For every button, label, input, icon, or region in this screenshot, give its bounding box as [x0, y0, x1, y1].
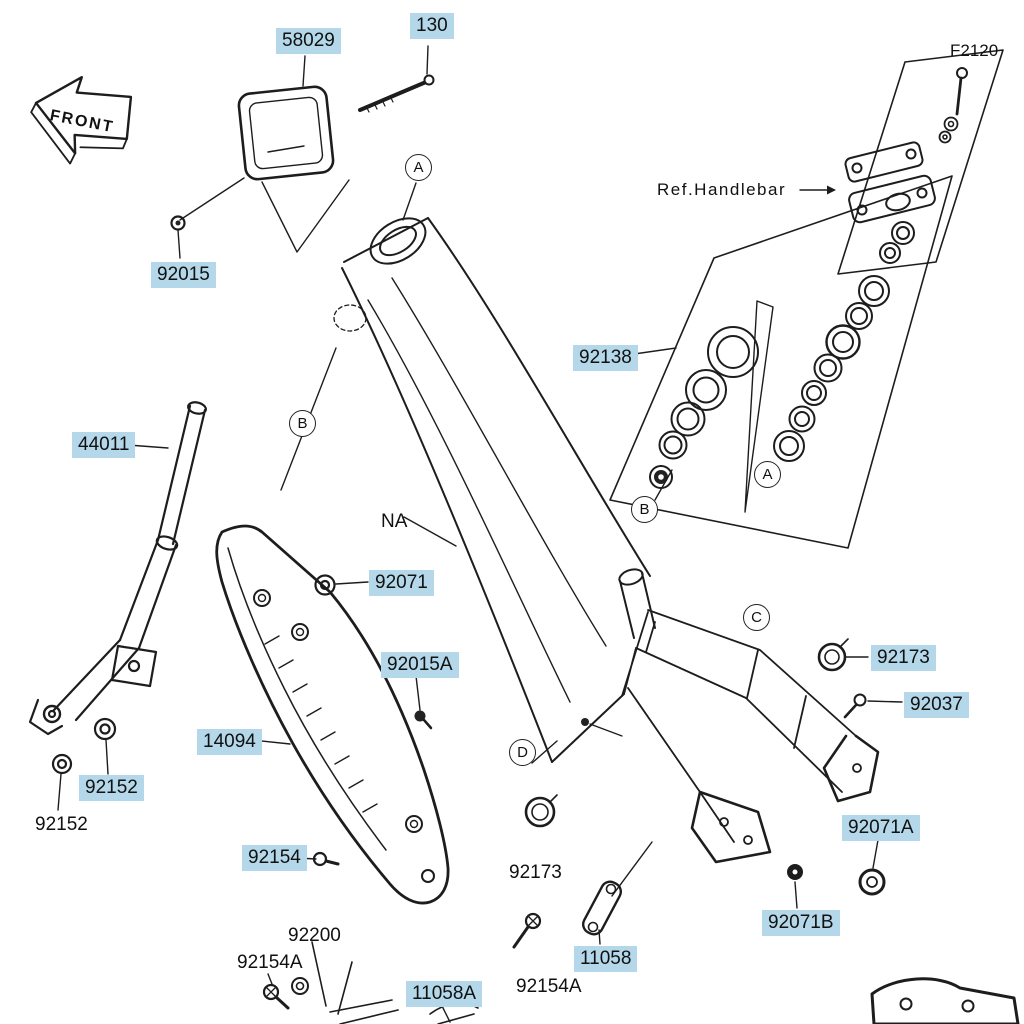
part-label-92154a-left: 92154A — [237, 952, 303, 973]
front-fork — [28, 401, 207, 736]
part-label-130[interactable]: 130 — [410, 13, 454, 39]
pin-92015a — [414, 710, 433, 730]
part-label-11058[interactable]: 11058 — [574, 946, 638, 972]
cover-58029 — [237, 85, 335, 181]
part-label-92037[interactable]: 92037 — [904, 692, 969, 718]
part-label-92152-plain: 92152 — [35, 814, 88, 835]
part-label-92015[interactable]: 92015 — [151, 262, 216, 288]
part-label-92071[interactable]: 92071 — [369, 570, 434, 596]
washer-92071 — [314, 574, 336, 596]
callout-a-bearings: A — [754, 461, 781, 488]
screw-92037 — [843, 693, 867, 719]
ref-arrowhead-icon — [827, 185, 836, 195]
part-label-92071b[interactable]: 92071B — [762, 910, 840, 936]
main-frame — [333, 217, 656, 763]
bearing-box-92138 — [609, 175, 953, 549]
cap-92173-right — [817, 638, 849, 672]
bolt-92154 — [312, 851, 340, 867]
screw-92154a-left — [262, 977, 309, 1010]
part-label-92173[interactable]: 92173 — [871, 645, 936, 671]
part-label-92138[interactable]: 92138 — [573, 345, 638, 371]
bracket-11058 — [581, 880, 623, 936]
part-label-92152[interactable]: 92152 — [79, 775, 144, 801]
part-label-92015a[interactable]: 92015A — [381, 652, 459, 678]
callout-c: C — [743, 604, 770, 631]
grommet-92071a — [858, 868, 886, 896]
callout-b-bearings: B — [631, 496, 658, 523]
part-label-92154a-center: 92154A — [516, 976, 582, 997]
callout-a-top: A — [405, 154, 432, 181]
washers-92152 — [51, 717, 117, 775]
part-label-92154[interactable]: 92154 — [242, 845, 307, 871]
part-label-44011[interactable]: 44011 — [72, 432, 136, 458]
bolt-130 — [358, 74, 435, 113]
part-label-92173-plain: 92173 — [509, 862, 562, 883]
stem-detail-box — [837, 49, 1004, 275]
fiche-code-label: F2120 — [950, 41, 999, 60]
chain-slider — [215, 524, 450, 905]
part-label-92200: 92200 — [288, 925, 341, 946]
part-label-92071a[interactable]: 92071A — [842, 815, 920, 841]
part-label-11058a[interactable]: 11058A — [406, 981, 483, 1007]
screw-92154a-center — [512, 912, 542, 949]
callout-b-frame: B — [289, 410, 316, 437]
part-label-58029[interactable]: 58029 — [276, 28, 341, 54]
rear-subframe — [581, 609, 880, 864]
ref-handlebar-label: Ref.Handlebar — [657, 180, 787, 199]
na-label: NA — [381, 511, 408, 532]
cap-92173-center — [524, 794, 558, 828]
callout-d: D — [509, 739, 536, 766]
bottom-right-bracket — [870, 977, 1020, 1024]
part-label-14094[interactable]: 14094 — [197, 729, 262, 755]
nut-92071b — [787, 864, 803, 880]
front-arrow-icon — [30, 76, 133, 165]
